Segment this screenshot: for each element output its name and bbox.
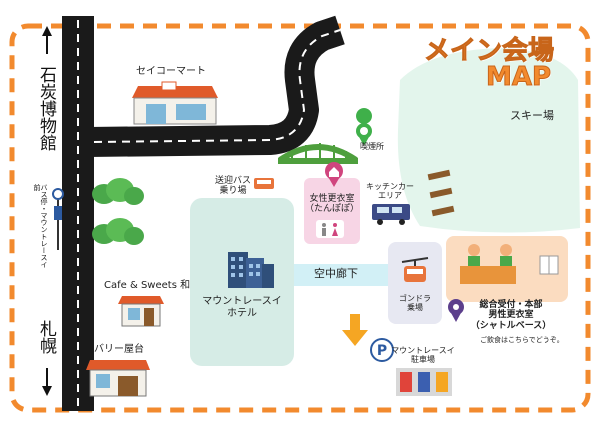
hotel-label: マウントレースイ ホテル xyxy=(196,296,288,319)
meal-note: ご飲食はこちらでどうぞ。 xyxy=(480,336,564,344)
reception-line1: 総合受付・本部 xyxy=(479,300,543,310)
parking-label: マウントレースイ 駐車場 xyxy=(390,346,456,364)
womens-room-line1: 女性更衣室 xyxy=(309,194,355,204)
womens-room-pin-icon xyxy=(325,162,343,187)
reception-line3: （シャトルベース） xyxy=(470,320,552,331)
shuttle-bus-icon xyxy=(254,178,274,189)
gondola-line1: ゴンドラ xyxy=(399,294,431,303)
road-label-north: 石炭博物館 xyxy=(36,66,56,151)
north-arrow xyxy=(42,26,52,54)
kitchen-car-icon xyxy=(372,204,410,225)
main-road xyxy=(62,16,94,411)
hotel-line1: マウントレースイ xyxy=(202,296,282,307)
skywalk-label: 空中廊下 xyxy=(314,267,358,280)
ski-area xyxy=(397,48,580,233)
valley-stand-icon xyxy=(86,360,150,397)
map-border xyxy=(9,23,591,413)
ski-area-label: スキー場 xyxy=(510,109,554,122)
womens-room-label: 女性更衣室 （たんぽぽ） xyxy=(298,194,366,215)
convenience-store-label: セイコーマート xyxy=(136,66,206,77)
road-label-south: 札幌 xyxy=(36,320,56,354)
bridge-icon xyxy=(278,143,358,164)
shuttle-stop-line1: 送迎バス xyxy=(214,176,251,186)
trees-bottom xyxy=(92,218,144,245)
cafe-label: Cafe & Sweets 和 xyxy=(104,280,191,291)
kitchen-car-line2: エリア xyxy=(378,191,402,201)
parking-lot-icon xyxy=(396,368,452,396)
bus-stop-label: バス停・マウントレースイ前 xyxy=(33,184,48,268)
shuttle-stop-label: 送迎バス 乗り場 xyxy=(208,176,258,197)
bus-stop-icon xyxy=(52,188,64,250)
womens-room-line2: （たんぽぽ） xyxy=(304,204,359,215)
south-arrow xyxy=(42,368,52,396)
bench-icons xyxy=(427,169,455,217)
down-arrow xyxy=(342,314,368,346)
convenience-store-icon xyxy=(132,81,218,125)
parking-line2: 駐車場 xyxy=(411,355,435,365)
trees-top xyxy=(92,178,144,205)
gondola-label: ゴンドラ 乗場 xyxy=(390,294,440,312)
map-title-map: MAP xyxy=(485,62,552,93)
gondola-area xyxy=(388,242,442,324)
parking-line1: マウントレースイ xyxy=(391,346,455,355)
parking-icon: P xyxy=(370,338,394,362)
hotel-building-icon xyxy=(228,252,274,288)
kitchen-car-label: キッチンカー エリア xyxy=(362,182,418,200)
restroom-icon xyxy=(316,220,344,238)
reception-label: 総合受付・本部 男性更衣室 （シャトルベース） xyxy=(464,300,558,331)
smoking-pin-icon xyxy=(356,108,373,146)
cafe-icon xyxy=(118,296,164,327)
reception-desk-icon xyxy=(460,244,516,284)
reception-pin-icon xyxy=(448,299,464,322)
locker-icon xyxy=(539,255,559,275)
hotel-line2: ホテル xyxy=(227,307,257,319)
reception-line2: 男性更衣室 xyxy=(488,310,534,321)
svg-text:P: P xyxy=(377,343,387,359)
smoking-area-label: 喫煙所 xyxy=(360,142,384,151)
gondola-icon xyxy=(401,257,429,282)
skywalk-band xyxy=(294,264,412,286)
map-title: メイン会場 xyxy=(423,36,555,67)
valley-stand-label: バリー屋台 xyxy=(94,344,144,355)
branch-road xyxy=(87,15,345,157)
shuttle-stop-line2: 乗り場 xyxy=(219,186,247,197)
kitchen-car-line1: キッチンカー xyxy=(366,182,414,191)
gondola-line2: 乗場 xyxy=(407,303,423,313)
